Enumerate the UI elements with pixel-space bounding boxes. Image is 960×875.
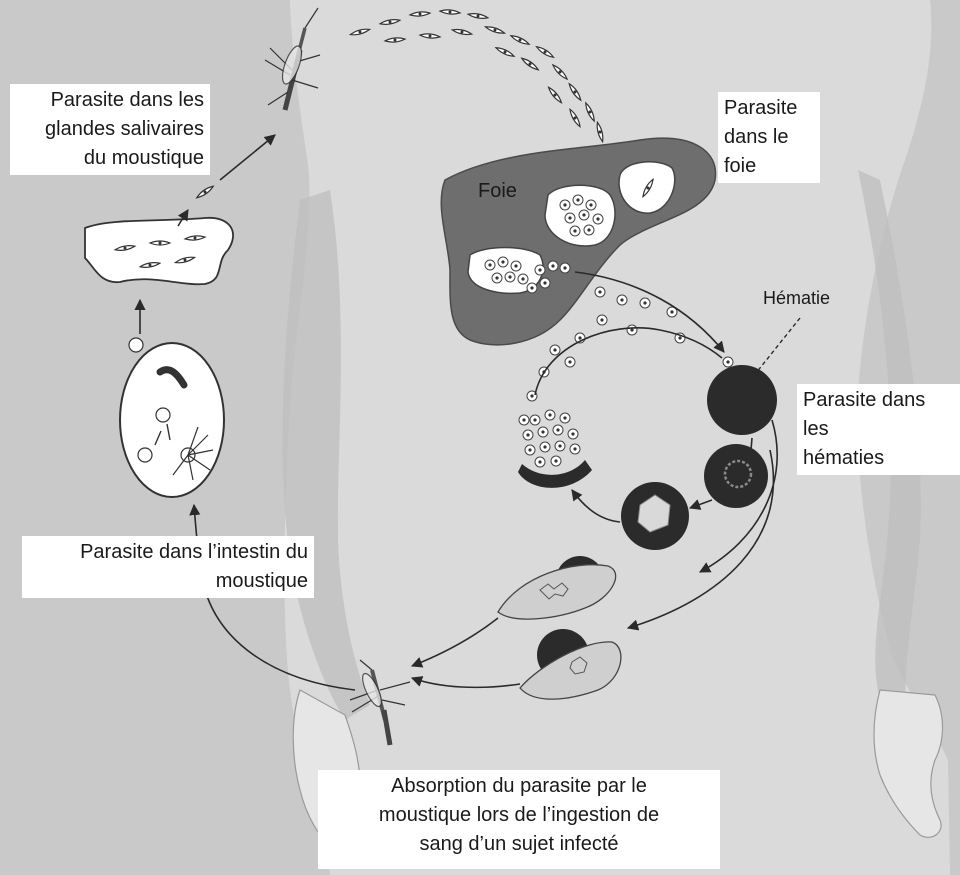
label-salivary-glands: Parasite dans les glandes salivaires du … — [10, 84, 210, 175]
label-absorption-line-2: moustique lors de l’ingestion de — [324, 801, 714, 830]
label-red-cells: Parasite dans les hématies — [797, 384, 960, 475]
label-salivary-line-3: du moustique — [16, 144, 204, 173]
label-absorption-line-1: Absorption du parasite par le — [324, 772, 714, 801]
label-absorption: Absorption du parasite par le moustique … — [318, 770, 720, 869]
label-salivary-line-1: Parasite dans les — [16, 86, 204, 115]
label-red-cell: Hématie — [763, 288, 830, 309]
label-red-cells-line-1: Parasite dans les — [803, 386, 954, 444]
red-cell-infected — [707, 365, 777, 435]
mosquito-gut — [120, 343, 224, 497]
label-intestine: Parasite dans l’intestin du moustique — [22, 536, 314, 598]
label-absorption-line-3: sang d’un sujet infecté — [324, 830, 714, 859]
label-intestine-line-1: Parasite dans l’intestin du — [28, 538, 308, 567]
label-intestine-line-2: moustique — [28, 567, 308, 596]
salivary-gland — [85, 218, 233, 284]
label-salivary-line-2: glandes salivaires — [16, 115, 204, 144]
label-liver: Foie — [478, 180, 517, 203]
label-liver-line-2: dans le — [724, 123, 814, 152]
arrow-gland-to-mosquito-2 — [220, 135, 275, 180]
label-liver-line-3: foie — [724, 152, 814, 181]
label-liver-parasite: Parasite dans le foie — [718, 92, 820, 183]
red-cell-ring — [704, 444, 768, 508]
label-red-cells-line-2: hématies — [803, 444, 954, 473]
label-liver-line-1: Parasite — [724, 94, 814, 123]
